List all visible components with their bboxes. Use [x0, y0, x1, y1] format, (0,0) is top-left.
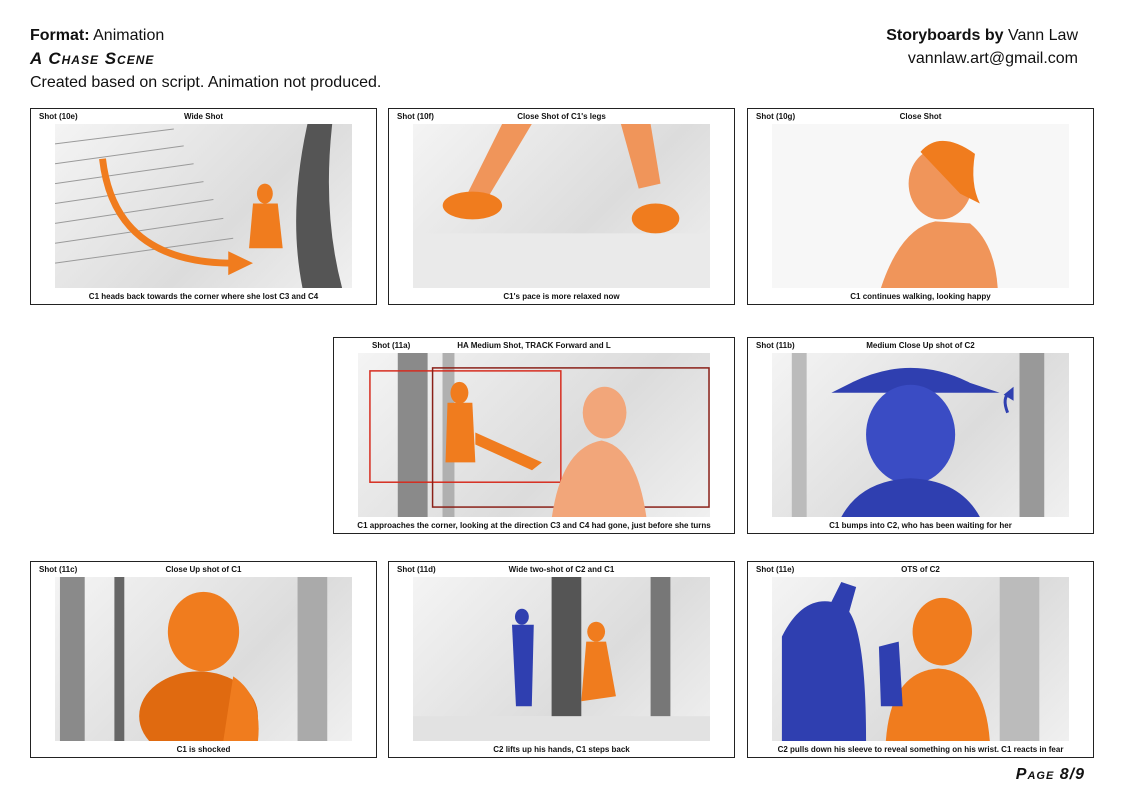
- scene-description: Created based on script. Animation not p…: [30, 74, 382, 91]
- panel-drawing: [772, 124, 1069, 288]
- shot-type: Medium Close Up shot of C2: [866, 341, 975, 350]
- shot-type: OTS of C2: [901, 565, 940, 574]
- panel-caption: C1's pace is more relaxed now: [503, 292, 620, 301]
- credit-label: Storyboards by: [886, 27, 1004, 44]
- shot-number: Shot (11a): [372, 341, 411, 350]
- panel-drawing: [413, 577, 710, 741]
- storyboard-panel-10f: Shot (10f) Close Shot of C1's legs C1's …: [388, 108, 735, 305]
- storyboard-panel-10e: Shot (10e) Wide Shot C1 heads back towar…: [30, 108, 377, 305]
- shot-number: Shot (11b): [756, 341, 795, 350]
- storyboard-panel-11d: Shot (11d) Wide two-shot of C2 and C1 C2…: [388, 561, 735, 758]
- scene-title: A Chase Scene: [30, 49, 155, 68]
- panel-caption: C1 approaches the corner, looking at the…: [357, 521, 711, 530]
- storyboard-panel-11b: Shot (11b) Medium Close Up shot of C2 C1…: [747, 337, 1094, 534]
- panel-drawing: [358, 353, 710, 517]
- format-value: Animation: [93, 27, 165, 44]
- panel-drawing: [772, 577, 1069, 741]
- contact-email: vannlaw.art@gmail.com: [907, 50, 1078, 67]
- panel-drawing: [413, 124, 710, 288]
- panel-caption: C1 heads back towards the corner where s…: [88, 292, 319, 301]
- format-line: Format: Animation: [30, 25, 164, 47]
- page-number: Page 8/9: [1015, 766, 1085, 783]
- shot-number: Shot (10f): [397, 112, 434, 121]
- storyboard-panel-11c: Shot (11c) Close Up shot of C1 C1 is sho…: [30, 561, 377, 758]
- panel-caption: C1 bumps into C2, who has been waiting f…: [829, 521, 1012, 530]
- storyboard-panel-10g: Shot (10g) Close Shot C1 continues walki…: [747, 108, 1094, 305]
- shot-number: Shot (11d): [397, 565, 436, 574]
- panel-drawing: [55, 124, 352, 288]
- panel-caption: C1 continues walking, looking happy: [850, 292, 991, 301]
- storyboard-panel-11a: Shot (11a) HA Medium Shot, TRACK Forward…: [333, 337, 735, 534]
- shot-type: Wide two-shot of C2 and C1: [508, 565, 615, 574]
- shot-type: HA Medium Shot, TRACK Forward and L: [457, 341, 611, 350]
- panel-drawing: [55, 577, 352, 741]
- shot-type: Close Shot: [899, 112, 942, 121]
- shot-type: Close Shot of C1's legs: [517, 112, 606, 121]
- credit-line: Storyboards by Vann Law: [886, 25, 1078, 47]
- panel-drawing: [772, 353, 1069, 517]
- shot-type: Close Up shot of C1: [165, 565, 242, 574]
- shot-number: Shot (10e): [39, 112, 78, 121]
- credit-name: Vann Law: [1008, 27, 1078, 44]
- panel-caption: C2 pulls down his sleeve to reveal somet…: [777, 745, 1064, 754]
- shot-number: Shot (10g): [756, 112, 796, 121]
- panel-caption: C2 lifts up his hands, C1 steps back: [493, 745, 630, 754]
- shot-number: Shot (11c): [39, 565, 78, 574]
- shot-number: Shot (11e): [756, 565, 795, 574]
- panel-caption: C1 is shocked: [176, 745, 231, 754]
- shot-type: Wide Shot: [183, 112, 224, 121]
- format-label: Format:: [30, 27, 90, 44]
- storyboard-panel-11e: Shot (11e) OTS of C2 C2 pulls down his s…: [747, 561, 1094, 758]
